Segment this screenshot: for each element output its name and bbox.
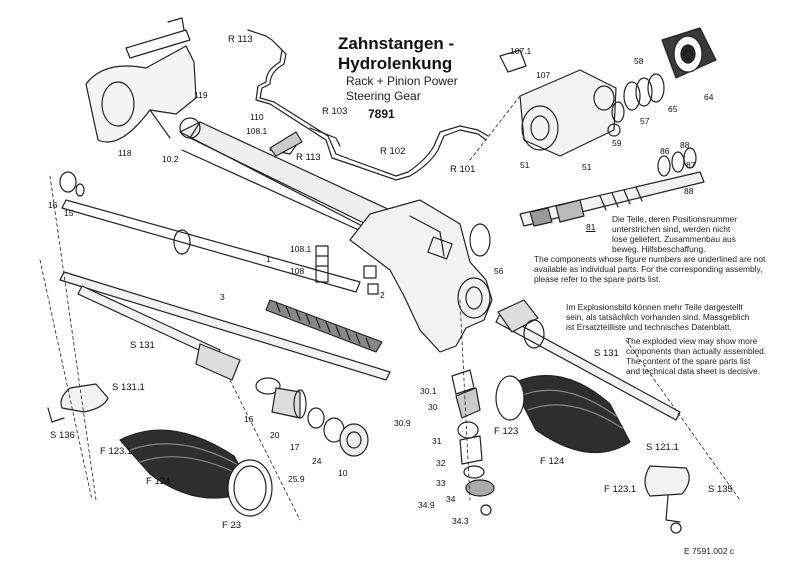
label-108-1-top: 108.1: [246, 126, 268, 136]
label-51: 51: [520, 160, 530, 170]
label-16-b: 16: [244, 414, 254, 424]
label-25-9: 25.9: [288, 474, 305, 484]
label-3: 3: [220, 292, 225, 302]
label-s136: S 136: [50, 430, 75, 441]
label-87: 87: [686, 160, 696, 170]
document-id: E 7591.002 c: [684, 546, 735, 556]
valve-housing-drawing: [499, 49, 621, 157]
label-r102: R 102: [380, 146, 406, 157]
right-tie-rod-drawing: [495, 299, 681, 421]
label-34-9: 34.9: [418, 500, 435, 510]
steering-housing-drawing: [179, 117, 493, 353]
label-88-b: 88: [684, 186, 694, 196]
label-1: 1: [266, 254, 271, 264]
label-30-9: 30.9: [394, 418, 411, 428]
label-57: 57: [640, 116, 650, 126]
label-r113-top: R 113: [228, 34, 253, 45]
title-line-2: Hydrolenkung: [338, 54, 453, 73]
label-110: 110: [250, 112, 264, 122]
leader-lines: [39, 95, 741, 521]
label-s131-left: S 131: [130, 340, 155, 351]
label-24: 24: [312, 456, 322, 466]
right-joint-drawing: [644, 465, 690, 534]
label-f124-right: F 124: [540, 456, 565, 467]
inner-tube-drawing: [59, 171, 361, 293]
label-s121-1: S 121.1: [646, 442, 679, 453]
label-88: 88: [680, 140, 690, 150]
label-30: 30: [428, 402, 438, 412]
center-stack-drawing: [451, 369, 495, 516]
note-german-underlined: Die Teile, deren Positionsnummer unterst…: [612, 214, 738, 254]
label-f123-right: F 123: [494, 426, 519, 437]
subtitle-line-2: Steering Gear: [346, 89, 421, 103]
hydraulic-pipes-drawing: [247, 29, 489, 181]
label-59: 59: [612, 138, 622, 148]
label-34-3: 34.3: [452, 516, 469, 526]
bearing-drawing: [661, 27, 717, 79]
label-2: 2: [380, 290, 385, 300]
label-86: 86: [660, 146, 670, 156]
label-r113-mid: R 113: [296, 152, 321, 163]
label-f123-1-right: F 123.1: [604, 484, 637, 495]
label-65: 65: [668, 104, 678, 114]
diagram-subtitle: Rack + Pinion Power Steering Gear: [346, 74, 458, 104]
label-107-1: 107.1: [510, 46, 532, 56]
label-51-b: 51: [582, 162, 592, 172]
label-33: 33: [436, 478, 446, 488]
label-119: 119: [194, 90, 208, 100]
label-107: 107: [536, 70, 551, 80]
label-64: 64: [704, 92, 714, 102]
label-f123-1-left: F 123.1: [100, 446, 133, 457]
label-20: 20: [270, 430, 280, 440]
seal-rings-drawing: [611, 73, 665, 123]
rack-drawing: [59, 271, 391, 381]
label-10-2: 10.2: [162, 154, 179, 164]
label-s135: S 135: [708, 484, 733, 495]
left-small-parts-drawing: [255, 377, 369, 457]
label-15: 15: [64, 208, 74, 218]
part-number: 7891: [368, 107, 395, 121]
label-56: 56: [494, 266, 504, 276]
label-10: 10: [338, 468, 348, 478]
fittings-108-drawing: [269, 131, 379, 295]
pinion-shaft-drawing: [519, 147, 705, 227]
left-tie-rod-drawing: [47, 285, 241, 423]
label-81: 81: [586, 222, 596, 232]
subtitle-line-1: Rack + Pinion Power: [346, 74, 458, 88]
seal-ring-56-drawing: [469, 223, 491, 257]
note-german-exploded: Im Explosionsbild können mehr Teile darg…: [566, 302, 750, 332]
label-108: 108: [290, 266, 305, 276]
label-16: 16: [48, 200, 58, 210]
right-boot-drawing: [495, 374, 631, 454]
label-s131-right: S 131: [594, 348, 619, 359]
label-108-1-mid: 108.1: [290, 244, 312, 254]
label-f23: F 23: [222, 520, 242, 531]
diagram-title: Zahnstangen - Hydrolenkung: [338, 34, 454, 74]
title-line-1: Zahnstangen -: [338, 34, 455, 53]
label-118: 118: [118, 148, 132, 158]
label-r103: R 103: [322, 106, 348, 117]
note-english-underlined: The components whose figure numbers are …: [534, 254, 766, 284]
label-58: 58: [634, 56, 644, 66]
label-s131-1: S 131.1: [112, 382, 145, 393]
label-34: 34: [446, 494, 456, 504]
label-r101: R 101: [450, 164, 476, 175]
note-english-exploded: The exploded view may show more componen…: [626, 336, 767, 376]
mounting-bracket-drawing: [85, 17, 197, 143]
label-f124-left: F 124: [146, 476, 171, 487]
label-31: 31: [432, 436, 442, 446]
label-30-1: 30.1: [420, 386, 437, 396]
label-17: 17: [290, 442, 300, 452]
label-32: 32: [436, 458, 446, 468]
left-boot-drawing: [119, 429, 273, 517]
